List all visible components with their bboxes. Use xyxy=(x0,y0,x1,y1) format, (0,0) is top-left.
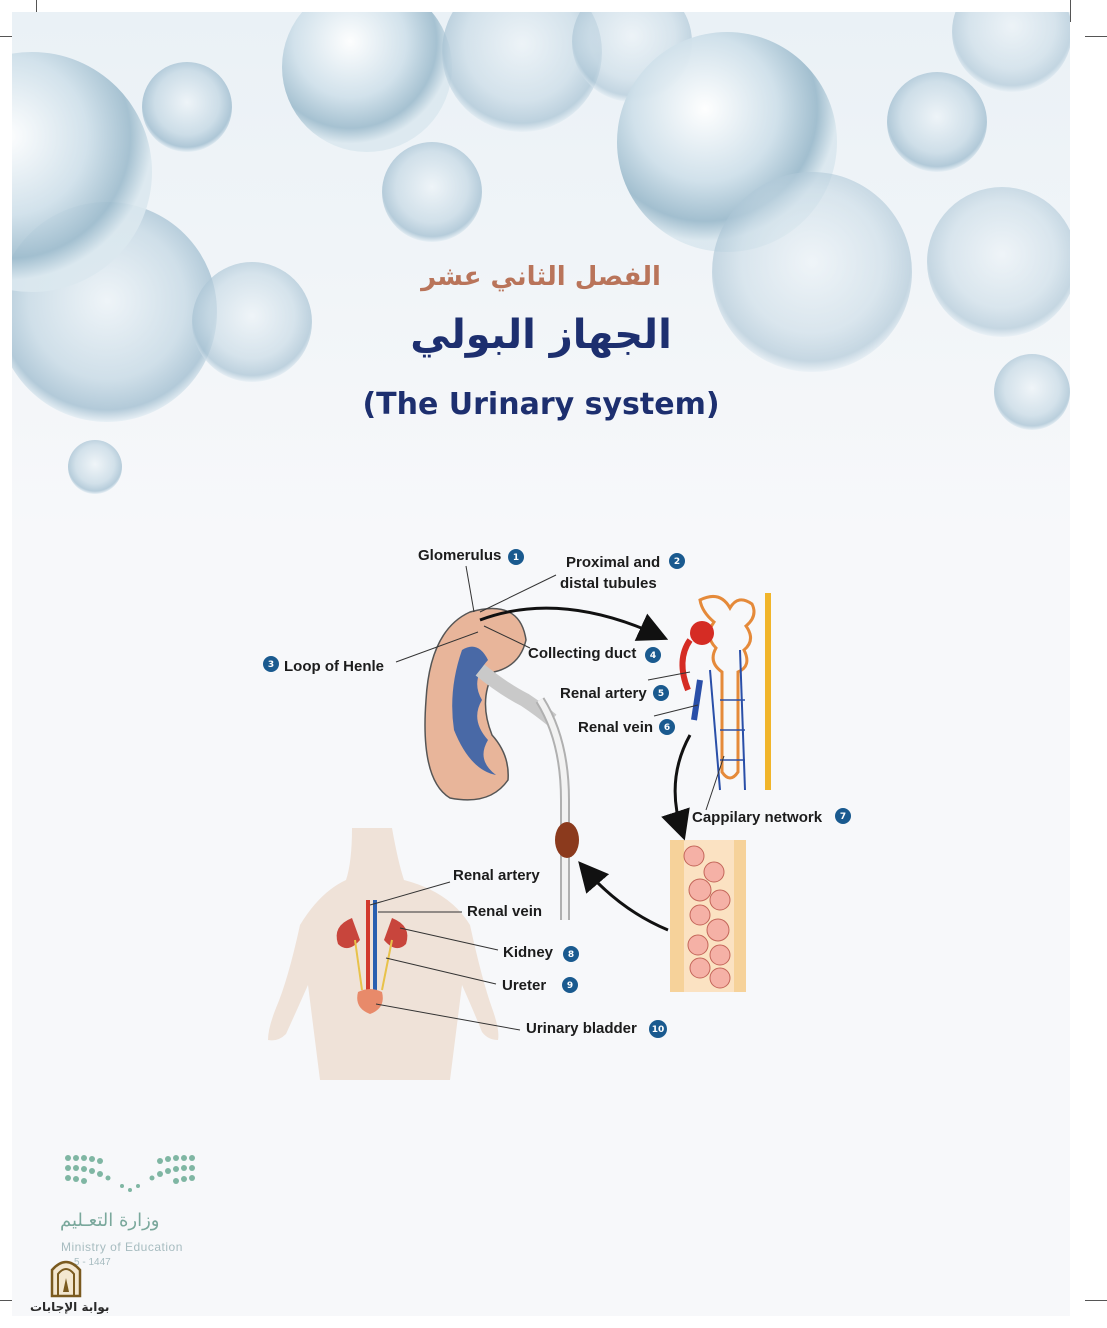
unit-title-arabic: الجهاز البولي xyxy=(410,312,672,358)
label-loop-henle: Loop of Henle xyxy=(284,658,384,675)
badge-3: 3 xyxy=(263,656,279,672)
label-renal-vein: Renal vein xyxy=(578,719,653,736)
chapter-title: الفصل الثاني عشر xyxy=(421,262,661,292)
badge-9: 9 xyxy=(562,977,578,993)
body-silhouette xyxy=(268,828,499,1080)
ministry-logo-icon xyxy=(65,1155,195,1192)
svg-text:7: 7 xyxy=(840,812,846,822)
label-glomerulus: Glomerulus xyxy=(418,547,501,564)
nephron-artery xyxy=(679,638,693,692)
kidney-medulla xyxy=(452,646,496,775)
book-page xyxy=(12,12,1070,1316)
crop-mark xyxy=(0,36,22,37)
label-distal: distal tubules xyxy=(560,575,657,592)
svg-text:4: 4 xyxy=(650,651,656,661)
bubble-background xyxy=(12,12,1070,532)
badge-8: 8 xyxy=(563,946,579,962)
svg-text:9: 9 xyxy=(567,981,573,991)
ministry-name-english: Ministry of Education xyxy=(61,1240,183,1254)
arrow-to-nephron xyxy=(479,606,669,641)
body-kidney-right xyxy=(384,918,408,949)
badge-2: 2 xyxy=(669,553,685,569)
badge-10: 10 xyxy=(649,1020,667,1038)
label-renal-artery: Renal artery xyxy=(560,685,647,702)
portal-logo-icon xyxy=(50,1260,82,1298)
crop-mark xyxy=(1085,1300,1107,1301)
svg-text:3: 3 xyxy=(268,660,274,670)
arrow-to-ureter xyxy=(578,861,669,932)
label-proximal: Proximal and xyxy=(566,554,660,571)
label-body-renal-artery: Renal artery xyxy=(453,867,540,884)
badge-4: 4 xyxy=(645,647,661,663)
label-kidney: Kidney xyxy=(503,944,554,961)
ureter-bulge xyxy=(555,822,579,858)
leader-lines xyxy=(369,565,725,1031)
nephron-glomerulus xyxy=(690,621,714,645)
svg-text:5: 5 xyxy=(658,689,664,699)
body-ureter-right xyxy=(381,939,393,991)
badge-6: 6 xyxy=(659,719,675,735)
label-ureter: Ureter xyxy=(502,977,546,994)
unit-title-english: (The Urinary system) xyxy=(362,387,720,422)
svg-text:6: 6 xyxy=(664,723,670,733)
crop-mark xyxy=(1070,0,1071,22)
crop-mark xyxy=(0,1300,22,1301)
arrow-to-capillary xyxy=(661,734,692,841)
label-collecting-duct: Collecting duct xyxy=(528,645,636,662)
label-capillary-network: Cappilary network xyxy=(692,809,823,826)
capillary-mesh xyxy=(709,669,721,791)
crop-mark xyxy=(1085,36,1107,37)
portal-name: بوابة الإجابات xyxy=(30,1300,110,1314)
label-body-renal-vein: Renal vein xyxy=(467,903,542,920)
badge-7: 7 xyxy=(835,808,851,824)
nephron-vein xyxy=(691,679,703,721)
crop-mark xyxy=(36,0,37,22)
svg-text:10: 10 xyxy=(652,1025,665,1035)
svg-text:1: 1 xyxy=(513,553,519,563)
svg-text:8: 8 xyxy=(568,950,574,960)
capillary-cells xyxy=(683,845,731,989)
body-bladder xyxy=(357,989,383,1014)
badge-1: 1 xyxy=(508,549,524,565)
svg-text:2: 2 xyxy=(674,557,680,567)
renal-pelvis xyxy=(475,664,557,726)
body-ureter-left xyxy=(354,939,363,991)
label-urinary-bladder: Urinary bladder xyxy=(526,1020,637,1037)
badge-5: 5 xyxy=(653,685,669,701)
ministry-year: 5 - 1447 xyxy=(74,1257,111,1268)
ministry-name-arabic: وزارة التعـليم xyxy=(60,1210,160,1231)
